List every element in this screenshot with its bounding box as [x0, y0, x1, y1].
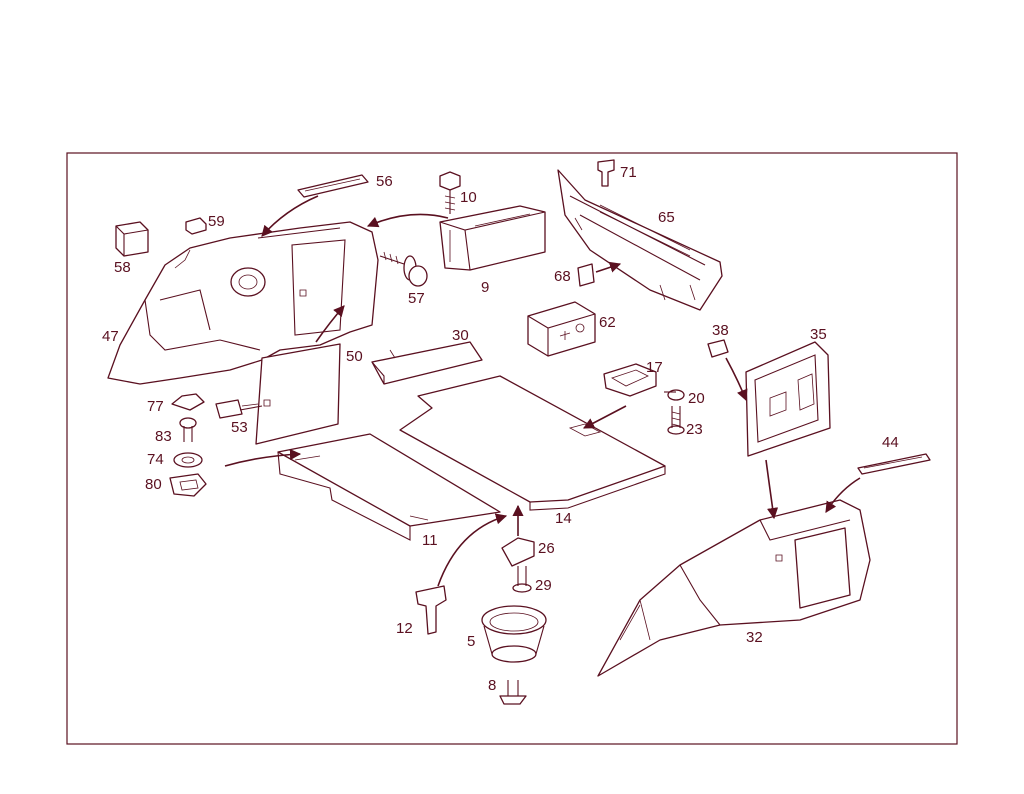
callout-44: 44 [882, 434, 899, 451]
diagram-frame [66, 152, 958, 745]
part-71-clip [597, 159, 615, 187]
callout-labels: 56 10 59 58 57 9 47 50 30 71 65 68 62 38… [102, 164, 899, 694]
callout-5: 5 [467, 633, 475, 650]
callout-65: 65 [658, 209, 675, 226]
callout-14: 14 [555, 510, 572, 527]
part-26-wedge [501, 537, 535, 567]
callout-58: 58 [114, 259, 131, 276]
part-68-plate [577, 263, 595, 287]
callout-47: 47 [102, 328, 119, 345]
callout-71: 71 [620, 164, 637, 181]
part-9-storage-box [439, 205, 546, 271]
part-65-rear-panel [557, 169, 723, 311]
callout-62: 62 [599, 314, 616, 331]
callout-23: 23 [686, 421, 703, 438]
part-17-tray [603, 363, 657, 397]
callout-68: 68 [554, 268, 571, 285]
part-12-hinge [415, 585, 447, 635]
callout-30: 30 [452, 327, 469, 344]
callout-12: 12 [396, 620, 413, 637]
callout-50: 50 [346, 348, 363, 365]
callout-77: 77 [147, 398, 164, 415]
part-35-side-panel [745, 341, 831, 457]
part-29-screw [512, 566, 532, 593]
part-44-trim-strip [857, 453, 931, 475]
callout-11: 11 [422, 532, 438, 549]
callout-9: 9 [481, 279, 489, 296]
part-58-bracket [115, 221, 149, 257]
callout-53: 53 [231, 419, 248, 436]
part-53-latch [215, 399, 259, 419]
part-62-first-aid-kit [527, 301, 596, 357]
part-38-switch [707, 339, 729, 358]
callout-26: 26 [538, 540, 555, 557]
part-74-washer [173, 452, 203, 468]
callout-80: 80 [145, 476, 162, 493]
part-59-clip [185, 217, 207, 235]
part-50-panel [255, 343, 341, 445]
part-77-cover [171, 393, 205, 411]
part-30-lid [371, 341, 483, 385]
part-5-cup [481, 605, 547, 663]
callout-57: 57 [408, 290, 425, 307]
part-47-left-side-trim [107, 221, 379, 385]
callout-83: 83 [155, 428, 172, 445]
part-14-floor-panel [399, 375, 666, 511]
part-57-push-pin [379, 251, 428, 287]
assembly-arrows [224, 195, 861, 587]
callout-59: 59 [208, 213, 225, 230]
callout-38: 38 [712, 322, 729, 339]
part-56-trim-strip [297, 174, 369, 198]
callout-74: 74 [147, 451, 164, 468]
callout-35: 35 [810, 326, 827, 343]
part-10-bolt [439, 171, 461, 214]
callout-20: 20 [688, 390, 705, 407]
part-23-screw [667, 406, 685, 435]
callout-8: 8 [488, 677, 496, 694]
callout-17: 17 [646, 359, 663, 376]
callout-32: 32 [746, 629, 763, 646]
part-8-bolt [499, 680, 527, 705]
callout-29: 29 [535, 577, 552, 594]
callout-10: 10 [460, 189, 477, 206]
part-83-bolt [179, 417, 197, 442]
part-32-right-side-trim [597, 499, 871, 677]
part-80-bushing [169, 473, 207, 497]
callout-56: 56 [376, 173, 393, 190]
